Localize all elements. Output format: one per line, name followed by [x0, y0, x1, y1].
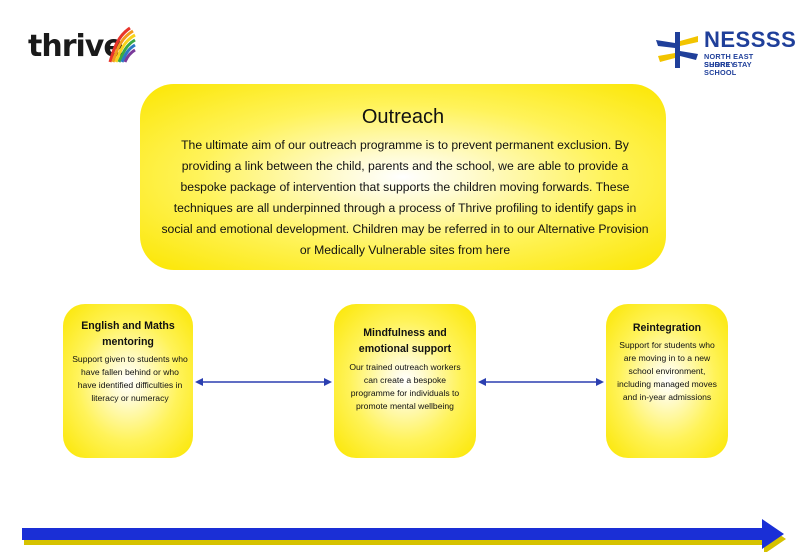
progress-arrow [22, 519, 786, 552]
reintegration-title: Reintegration [632, 322, 702, 334]
mindfulness-description: Our trained outreach workers can create … [349, 362, 461, 411]
nesss-subtitle-line2: SHORT STAY SCHOOL [704, 60, 752, 77]
english-maths-description: Support given to students who have falle… [72, 354, 188, 403]
reintegration-box: Reintegration Support for students who a… [606, 304, 728, 458]
mindfulness-support-box: Mindfulness and emotional support Our tr… [334, 304, 476, 458]
outreach-box: Outreach The ultimate aim of our outreac… [140, 84, 666, 270]
nesss-emblem-icon [656, 32, 698, 68]
reintegration-description: Support for students who are moving in t… [617, 340, 717, 402]
thrive-swoosh-icon [108, 26, 136, 63]
nesss-title: NESSSS [704, 27, 797, 52]
outreach-description: The ultimate aim of our outreach program… [161, 138, 649, 257]
nesss-subtitle-line1: NORTH EAST SURREY [704, 52, 754, 69]
nesss-logo: NESSSS NORTH EAST SURREY SHORT STAY SCHO… [654, 28, 796, 77]
mindfulness-title: Mindfulness and emotional support [358, 327, 452, 355]
progress-arrow-shadow [24, 524, 786, 552]
english-maths-mentoring-box: English and Maths mentoring Support give… [63, 304, 193, 458]
thrive-logo-text: thrive [28, 29, 124, 64]
thrive-logo: thrive [28, 24, 136, 68]
outreach-title: Outreach [361, 106, 445, 128]
progress-arrow-body [22, 519, 784, 549]
english-maths-title: English and Maths mentoring [81, 320, 175, 348]
